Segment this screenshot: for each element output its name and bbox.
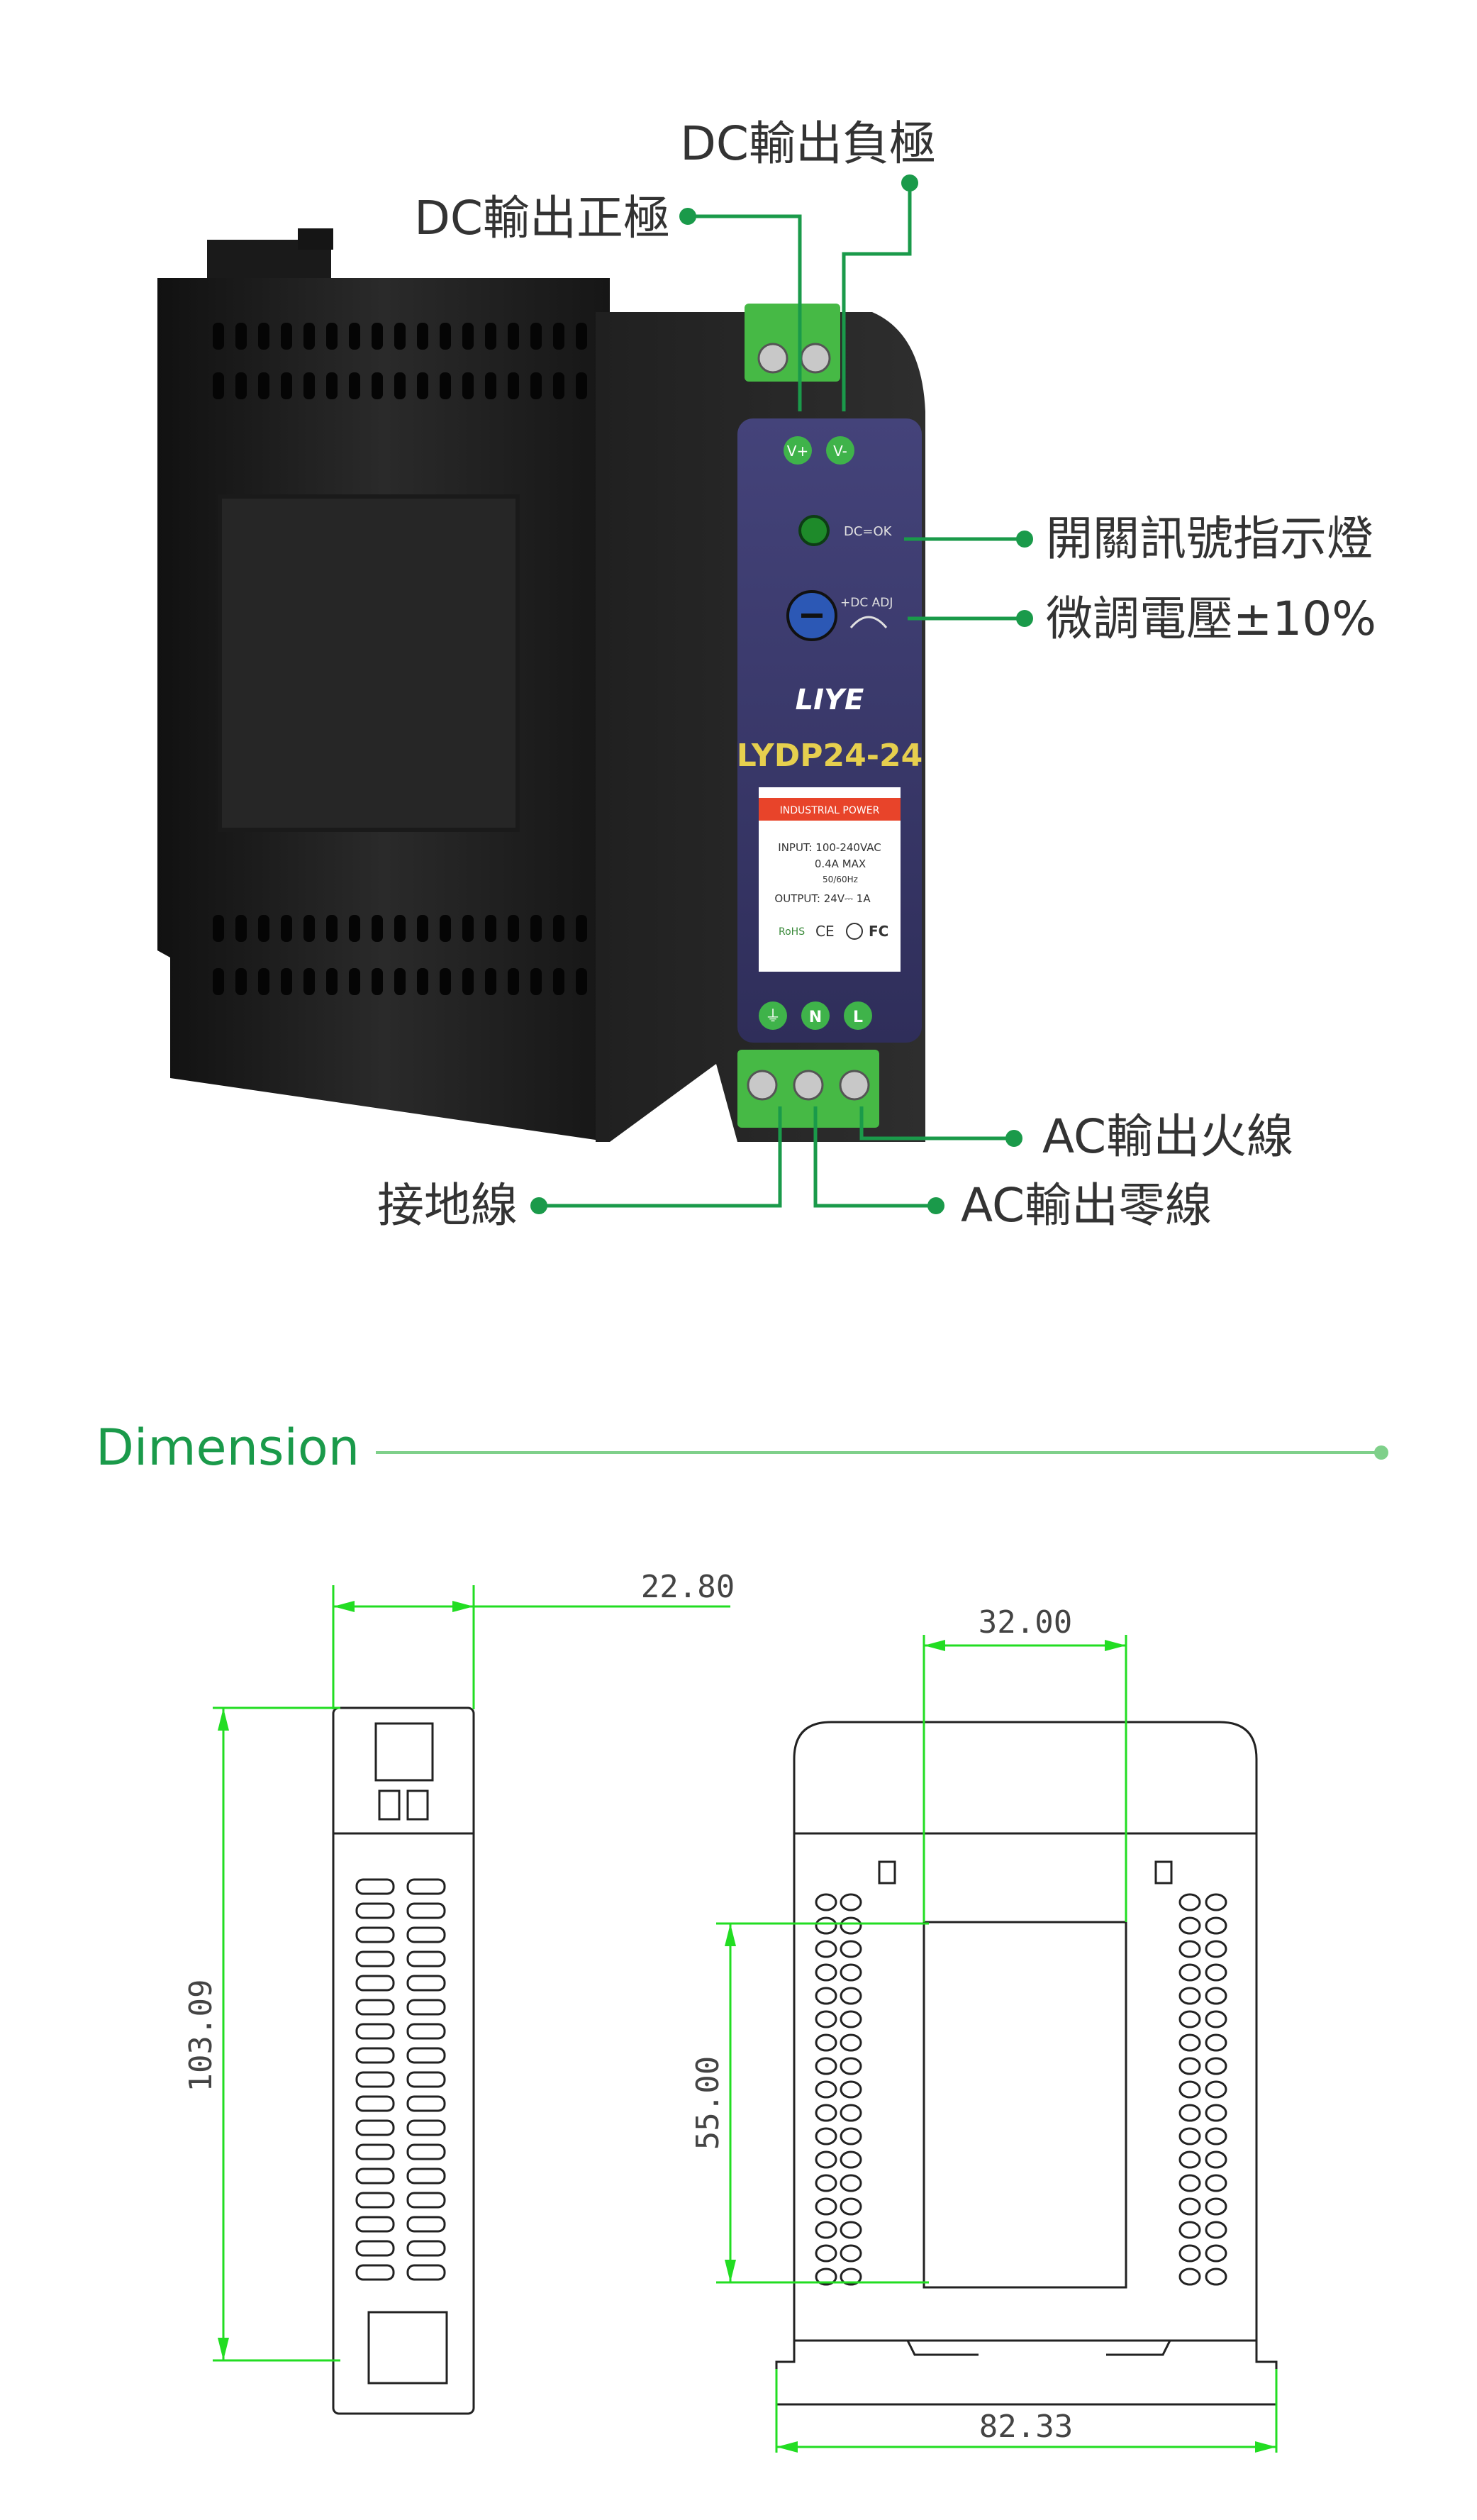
adjust-label: +DC ADJ <box>840 596 893 610</box>
led-indicator <box>798 515 830 546</box>
spec-current: 0.4A MAX <box>815 857 866 870</box>
spec-input: INPUT: 100-240VAC <box>778 841 881 854</box>
rohs-mark: RoHS <box>779 926 805 938</box>
ce-mark: CE <box>815 923 835 940</box>
spec-frequency: 50/60Hz <box>823 875 858 884</box>
led-label: DC=OK <box>844 524 893 539</box>
callout-dc-positive: DC輸出正極 <box>414 191 670 245</box>
svg-text:⏚: ⏚ <box>765 1008 781 1026</box>
v-minus-label: V- <box>833 443 847 460</box>
side-view-drawing <box>332 1706 475 2415</box>
side-vents-bottom <box>213 915 587 995</box>
v-minus-marker <box>826 436 854 465</box>
callout-led-indicator: 開關訊號指示燈 <box>1046 511 1373 566</box>
dim-side-width: 22.80 <box>641 1569 735 1605</box>
badge-bg <box>759 798 901 821</box>
callout-dc-negative: DC輸出負極 <box>680 116 936 171</box>
n-label: N <box>809 1009 822 1026</box>
callout-ac-neutral: AC輸出零線 <box>961 1178 1212 1233</box>
dc-terminal-block <box>745 304 840 382</box>
dim-side-height: 103.09 <box>183 1980 219 2092</box>
industrial-badge: INDUSTRIAL POWER <box>780 805 880 816</box>
side-view-slots <box>355 1878 446 2281</box>
callout-ac-live: AC輸出火線 <box>1042 1109 1293 1164</box>
l-marker <box>844 1001 872 1030</box>
callouts <box>539 183 1025 1208</box>
side-dimension-lines <box>213 1585 730 2362</box>
dim-front-window: 55.00 <box>690 2056 726 2150</box>
fc-mark: FC <box>869 923 888 940</box>
l-label: L <box>853 1009 863 1026</box>
side-vents-top <box>213 323 587 399</box>
brand-logo: LIYE <box>796 684 864 716</box>
section-title: Dimension <box>96 1419 360 1477</box>
product-photo: V+ V- DC=OK +DC ADJ LIYE LYDP24-24 INDUS… <box>157 228 925 1142</box>
front-view-vent-holes <box>815 1893 1227 2286</box>
spec-output: OUTPUT: 24V⎓ 1A <box>774 892 871 905</box>
dim-front-width: 82.33 <box>979 2409 1073 2445</box>
v-plus-marker <box>784 436 812 465</box>
front-dimension-lines <box>716 1635 1278 2453</box>
ground-marker <box>759 1001 787 1030</box>
callout-voltage-adjust: 微調電壓±10% <box>1046 592 1376 646</box>
front-view-drawing <box>775 1721 1278 2406</box>
callout-ground: 接地線 <box>377 1178 518 1233</box>
model-name: LYDP24-24 <box>737 738 923 774</box>
dim-front-top: 32.00 <box>979 1604 1072 1641</box>
n-marker <box>801 1001 830 1030</box>
v-plus-label: V+ <box>787 443 808 460</box>
callout-dots <box>530 174 1033 1214</box>
